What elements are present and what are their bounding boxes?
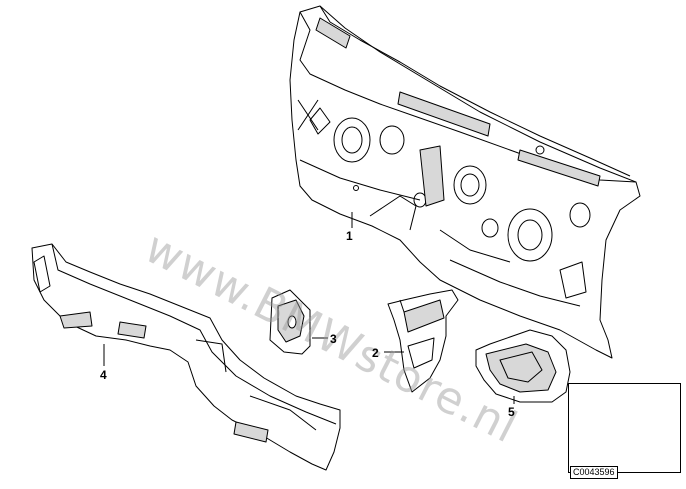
leader-lines [103, 212, 515, 404]
cover-part-5 [475, 329, 571, 403]
part-label-1: 1 [346, 229, 353, 243]
reference-code: C0043596 [570, 466, 618, 479]
plate-part-3 [269, 289, 311, 355]
part-label-3: 3 [330, 332, 337, 346]
member-part-4 [31, 243, 341, 471]
bracket-part-2 [387, 289, 459, 393]
part-label-2: 2 [372, 346, 379, 360]
location-thumbnail [568, 383, 681, 473]
part-label-4: 4 [100, 368, 107, 382]
part-label-5: 5 [508, 405, 515, 419]
bulkhead-panel [289, 5, 641, 359]
